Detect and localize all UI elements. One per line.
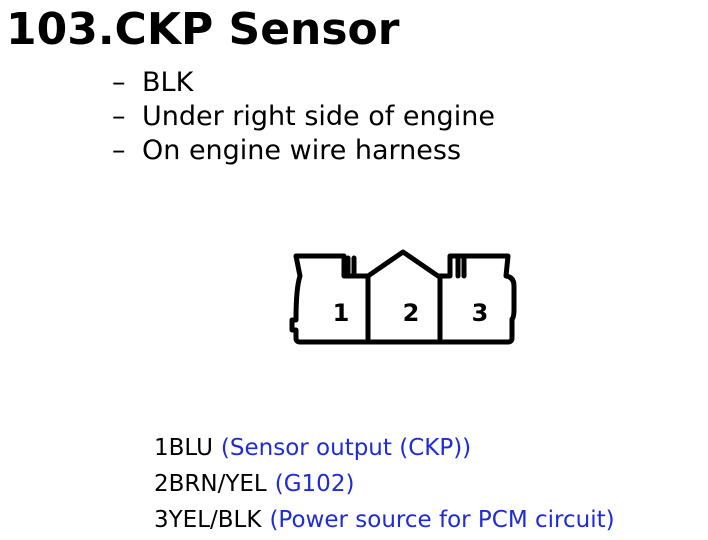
pin-id: 3YEL/BLK (154, 507, 262, 533)
bullet-dash: – (112, 101, 126, 132)
pin-id: 2BRN/YEL (154, 471, 267, 497)
pin-list: 1BLU (Sensor output (CKP)) 2BRN/YEL (G102)… (154, 430, 615, 538)
list-item: –Under right side of engine (112, 100, 495, 134)
page-title: 103.CKP Sensor (6, 4, 400, 55)
pin-description: (Sensor output (CKP)) (220, 435, 472, 461)
connector-diagram: 1 2 3 (289, 249, 517, 345)
pin-label: 2 (403, 299, 420, 327)
pin-row: 3YEL/BLK (Power source for PCM circuit) (154, 502, 615, 538)
location-list: –BLK –Under right side of engine –On eng… (112, 66, 495, 168)
list-item-text: BLK (142, 67, 194, 98)
list-item: –On engine wire harness (112, 134, 495, 168)
connector-latch-right (455, 255, 467, 279)
pin-label: 3 (472, 299, 489, 327)
pin-description: (Power source for PCM circuit) (269, 507, 615, 533)
pin-id: 1BLU (154, 435, 213, 461)
connector-outline (289, 249, 517, 345)
pin-label: 1 (333, 299, 350, 327)
pin-row: 2BRN/YEL (G102) (154, 466, 615, 502)
pin-row: 1BLU (Sensor output (CKP)) (154, 430, 615, 466)
bullet-dash: – (112, 135, 126, 166)
pin-description: (G102) (274, 471, 355, 497)
connector-latch-left (345, 255, 357, 279)
list-item: –BLK (112, 66, 495, 100)
bullet-dash: – (112, 67, 126, 98)
list-item-text: Under right side of engine (142, 101, 495, 132)
list-item-text: On engine wire harness (142, 135, 462, 166)
